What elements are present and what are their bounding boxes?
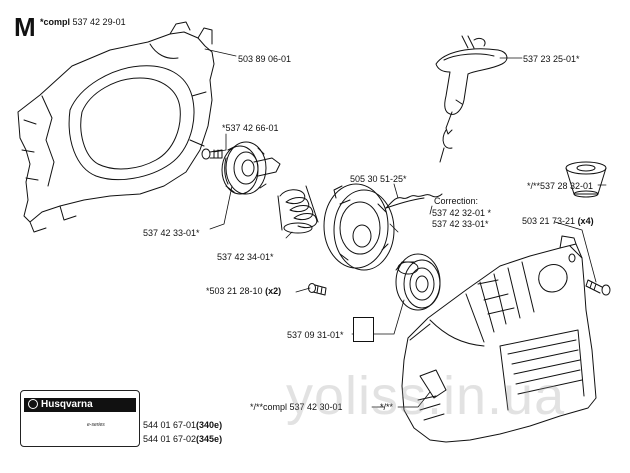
section-compl-label: *compl 537 42 29-01 (40, 17, 126, 27)
part-label: 544 01 67-01(340e) (143, 420, 222, 430)
part-number: 544 01 67-01 (143, 420, 197, 430)
series-label: e-series (87, 422, 105, 428)
mounting-screw-part (308, 283, 327, 296)
brand-logo: Husqvarna (24, 398, 136, 412)
part-label: 537 23 25-01* (523, 54, 580, 64)
part-label: Correction: (434, 196, 479, 206)
starter-pulley-part (323, 183, 425, 271)
part-label: 537 42 32-01 * (432, 208, 492, 218)
part-label: 503 89 06-01 (238, 54, 292, 64)
part-qty: (x2) (265, 286, 282, 296)
part-label: */**compl 537 42 30-01 (250, 402, 343, 412)
part-label: 503 21 73-21 (x4) (522, 216, 594, 226)
part-label: 537 42 34-01* (217, 252, 274, 262)
watermark: yoliss.in.ua (286, 366, 566, 426)
part-label: 537 09 31-01* (287, 330, 344, 340)
tool-box (353, 317, 374, 342)
part-label: 537 42 33-01* (432, 219, 489, 229)
flywheel-cover-part (17, 21, 215, 233)
part-label: */**537 28 32-01 (527, 181, 594, 191)
crown-icon (28, 399, 38, 409)
decal-part: Husqvarna e-series (20, 390, 140, 447)
brand-name: Husqvarna (41, 399, 93, 410)
part-label: 537 42 33-01* (143, 228, 200, 238)
part-label: 505 30 51-25* (350, 174, 407, 184)
compl-prefix: *compl (40, 17, 71, 27)
part-number: 503 21 73-21 (522, 216, 576, 226)
coil-spring-part (277, 185, 319, 234)
starter-housing-part (401, 235, 597, 443)
pulley-disc-part (221, 141, 281, 195)
recoil-spring-part (395, 253, 441, 311)
part-number: 544 01 67-02 (143, 434, 197, 444)
housing-screw-part (585, 279, 611, 296)
part-label: *503 21 28-10 (x2) (206, 286, 281, 296)
part-qty: (x4) (577, 216, 594, 226)
compl-part-number: 537 42 29-01 (72, 17, 126, 27)
part-label: */** (380, 402, 394, 412)
part-label: 544 01 67-02(345e) (143, 434, 222, 444)
part-qty: (340e) (196, 420, 223, 430)
center-screw-part (201, 148, 223, 160)
part-label: *537 42 66-01 (222, 123, 279, 133)
rope-guide-part (565, 161, 607, 198)
part-qty: (345e) (196, 434, 223, 444)
starter-handle-part (435, 35, 508, 163)
part-number: *503 21 28-10 (206, 286, 263, 296)
section-letter: M (14, 12, 36, 42)
starter-rope-part (385, 193, 443, 209)
